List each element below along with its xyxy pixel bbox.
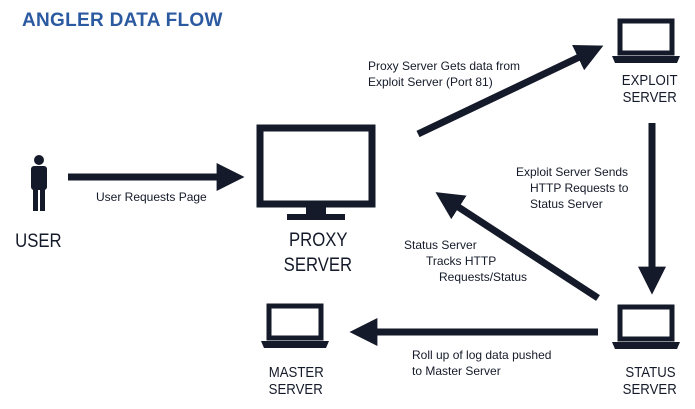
arrow-status-to-proxy <box>435 192 600 301</box>
laptop-icon-exploit <box>612 18 680 63</box>
arrow-proxy-to-exploit <box>416 44 604 138</box>
node-proxy-label: PROXY SERVER <box>283 230 353 276</box>
edge-label-status-to-master: Roll up of log data pushed to Master Ser… <box>412 348 552 378</box>
diagram-title: ANGLER DATA FLOW <box>22 10 223 31</box>
monitor-icon <box>256 124 376 220</box>
node-status-label: STATUS SERVER <box>622 364 678 398</box>
node-master-label: MASTER SERVER <box>268 364 324 398</box>
edge-label-proxy-to-exploit: Proxy Server Gets data from Exploit Serv… <box>368 59 521 89</box>
node-exploit-label: EXPLOIT SERVER <box>622 72 678 106</box>
laptop-icon-status <box>612 304 680 349</box>
edge-label-status-to-proxy: Status Server Tracks HTTP Requests/Statu… <box>404 238 528 284</box>
edge-label-exploit-to-status: Exploit Server Sends HTTP Requests to St… <box>516 165 629 211</box>
laptop-icon-master <box>261 303 329 348</box>
user-icon <box>31 155 47 211</box>
node-user-label: USER <box>14 231 62 252</box>
edge-label-user-requests: User Requests Page <box>96 190 207 204</box>
